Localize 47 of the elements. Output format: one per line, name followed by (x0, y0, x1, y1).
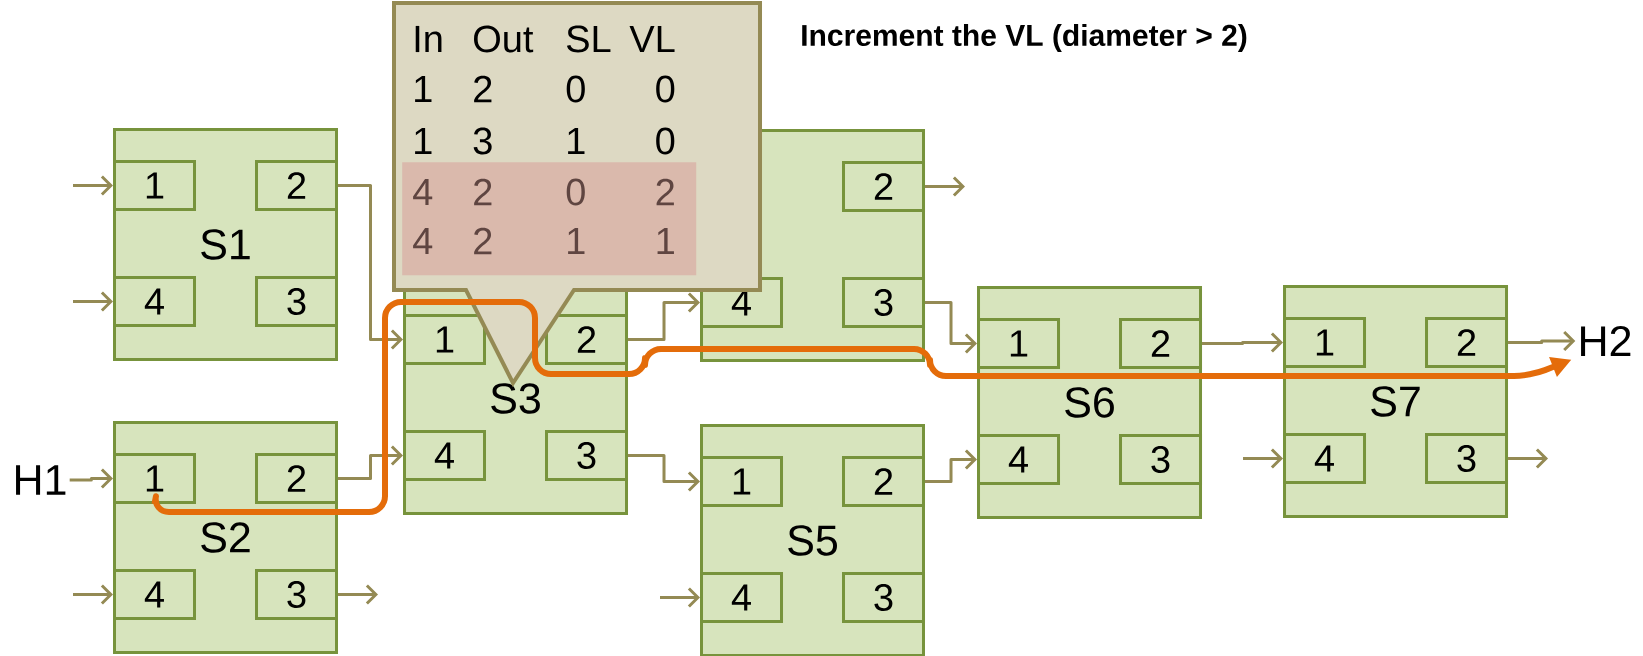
port-box: 3 (1119, 434, 1202, 485)
arrow (1202, 332, 1284, 353)
port-box: 3 (842, 277, 925, 328)
title: Increment the VL (diameter > 2) (802, 24, 1247, 52)
arrow (925, 449, 977, 483)
port-box: 3 (842, 572, 925, 623)
arrow (73, 175, 113, 196)
arrow (69, 468, 113, 489)
port-box: 1 (700, 456, 783, 507)
arrow (925, 301, 977, 354)
port-box: 1 (1283, 317, 1366, 368)
port-box: 2 (1425, 317, 1508, 368)
arrow (338, 445, 403, 480)
port-box: 4 (700, 572, 783, 623)
arrow (1508, 330, 1576, 352)
arrow (628, 292, 700, 341)
highlight-band: 4 2 0 2 4 2 1 1 (402, 162, 697, 276)
arrow (73, 291, 113, 312)
port-box: 4 (1283, 433, 1366, 484)
port-box: 4 (977, 434, 1060, 485)
host-label: H2 (1581, 326, 1631, 356)
port-box: 1 (113, 160, 196, 211)
port-box: 3 (255, 276, 338, 327)
port-box: 3 (1425, 433, 1508, 484)
port-box: 1 (977, 318, 1060, 369)
arrow (338, 184, 403, 350)
port-box: 4 (113, 569, 196, 620)
port-box: 3 (255, 569, 338, 620)
arrow (73, 584, 113, 605)
arrow (628, 454, 700, 492)
arrow (1508, 448, 1549, 469)
port-box: 2 (1119, 318, 1202, 369)
port-box: 2 (842, 456, 925, 507)
port-box: 4 (113, 276, 196, 327)
port-box: 3 (545, 430, 628, 481)
arrow (925, 176, 965, 197)
port-box: 2 (255, 160, 338, 211)
port-box: 2 (545, 314, 628, 365)
arrow (1243, 448, 1284, 469)
port-box: 2 (255, 453, 338, 504)
arrow (660, 587, 700, 608)
port-box: 4 (403, 430, 486, 481)
port-box: 2 (842, 161, 925, 212)
port-box: 1 (113, 453, 196, 504)
arrow (338, 584, 378, 605)
host-label: H1 (16, 465, 66, 495)
port-box: 1 (403, 314, 486, 365)
